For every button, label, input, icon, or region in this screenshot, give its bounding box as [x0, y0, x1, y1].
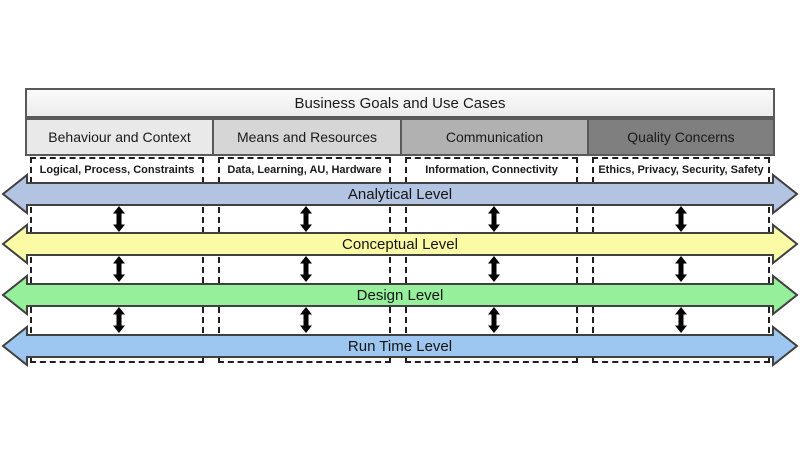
column-dashed-box-means-resources — [218, 157, 391, 363]
column-sublabel-communication: Information, Connectivity — [425, 164, 558, 176]
column-header-quality-concerns: Quality Concerns — [587, 118, 775, 156]
double-arrow-shape — [1, 222, 799, 266]
double-arrow-shape — [1, 172, 799, 216]
column-header-means-resources: Means and Resources — [212, 118, 402, 156]
column-sublabel-behaviour-context: Logical, Process, Constraints — [39, 164, 195, 176]
column-sublabel-means-resources: Data, Learning, AU, Hardware — [227, 164, 382, 176]
business-goals-label: Business Goals and Use Cases — [294, 94, 506, 112]
level-band-design: Design Level — [0, 273, 800, 317]
column-header-communication: Communication — [400, 118, 589, 156]
column-dashed-box-communication — [405, 157, 578, 363]
level-label-conceptual: Conceptual Level — [342, 235, 458, 253]
vertical-flow-arrow — [300, 206, 312, 232]
level-band-runtime: Run Time Level — [0, 324, 800, 368]
column-header-label: Means and Resources — [236, 129, 378, 145]
column-header-label: Communication — [445, 129, 544, 145]
vertical-flow-arrow — [113, 256, 125, 282]
vertical-flow-arrow — [675, 206, 687, 232]
column-dashed-box-behaviour-context — [30, 157, 204, 363]
vertical-flow-arrow — [675, 256, 687, 282]
vertical-flow-arrow — [675, 307, 687, 333]
vertical-flow-arrow — [488, 206, 500, 232]
column-header-label: Behaviour and Context — [48, 129, 191, 145]
vertical-flow-arrow — [300, 256, 312, 282]
column-header-label: Quality Concerns — [627, 129, 735, 145]
vertical-flow-arrow — [113, 206, 125, 232]
double-arrow-shape — [1, 273, 799, 317]
vertical-flow-arrow — [488, 256, 500, 282]
column-header-behaviour-context: Behaviour and Context — [25, 118, 214, 156]
double-arrow-shape — [1, 324, 799, 368]
vertical-flow-arrow — [113, 307, 125, 333]
column-sublabel-quality-concerns: Ethics, Privacy, Security, Safety — [598, 164, 764, 176]
level-label-runtime: Run Time Level — [347, 337, 453, 355]
level-label-design: Design Level — [356, 286, 444, 304]
business-goals-band: Business Goals and Use Cases — [25, 88, 775, 118]
level-band-conceptual: Conceptual Level — [0, 222, 800, 266]
column-dashed-box-quality-concerns — [592, 157, 770, 363]
vertical-flow-arrow — [488, 307, 500, 333]
level-label-analytical: Analytical Level — [347, 185, 453, 203]
vertical-flow-arrow — [300, 307, 312, 333]
level-band-analytical: Analytical Level — [0, 172, 800, 216]
